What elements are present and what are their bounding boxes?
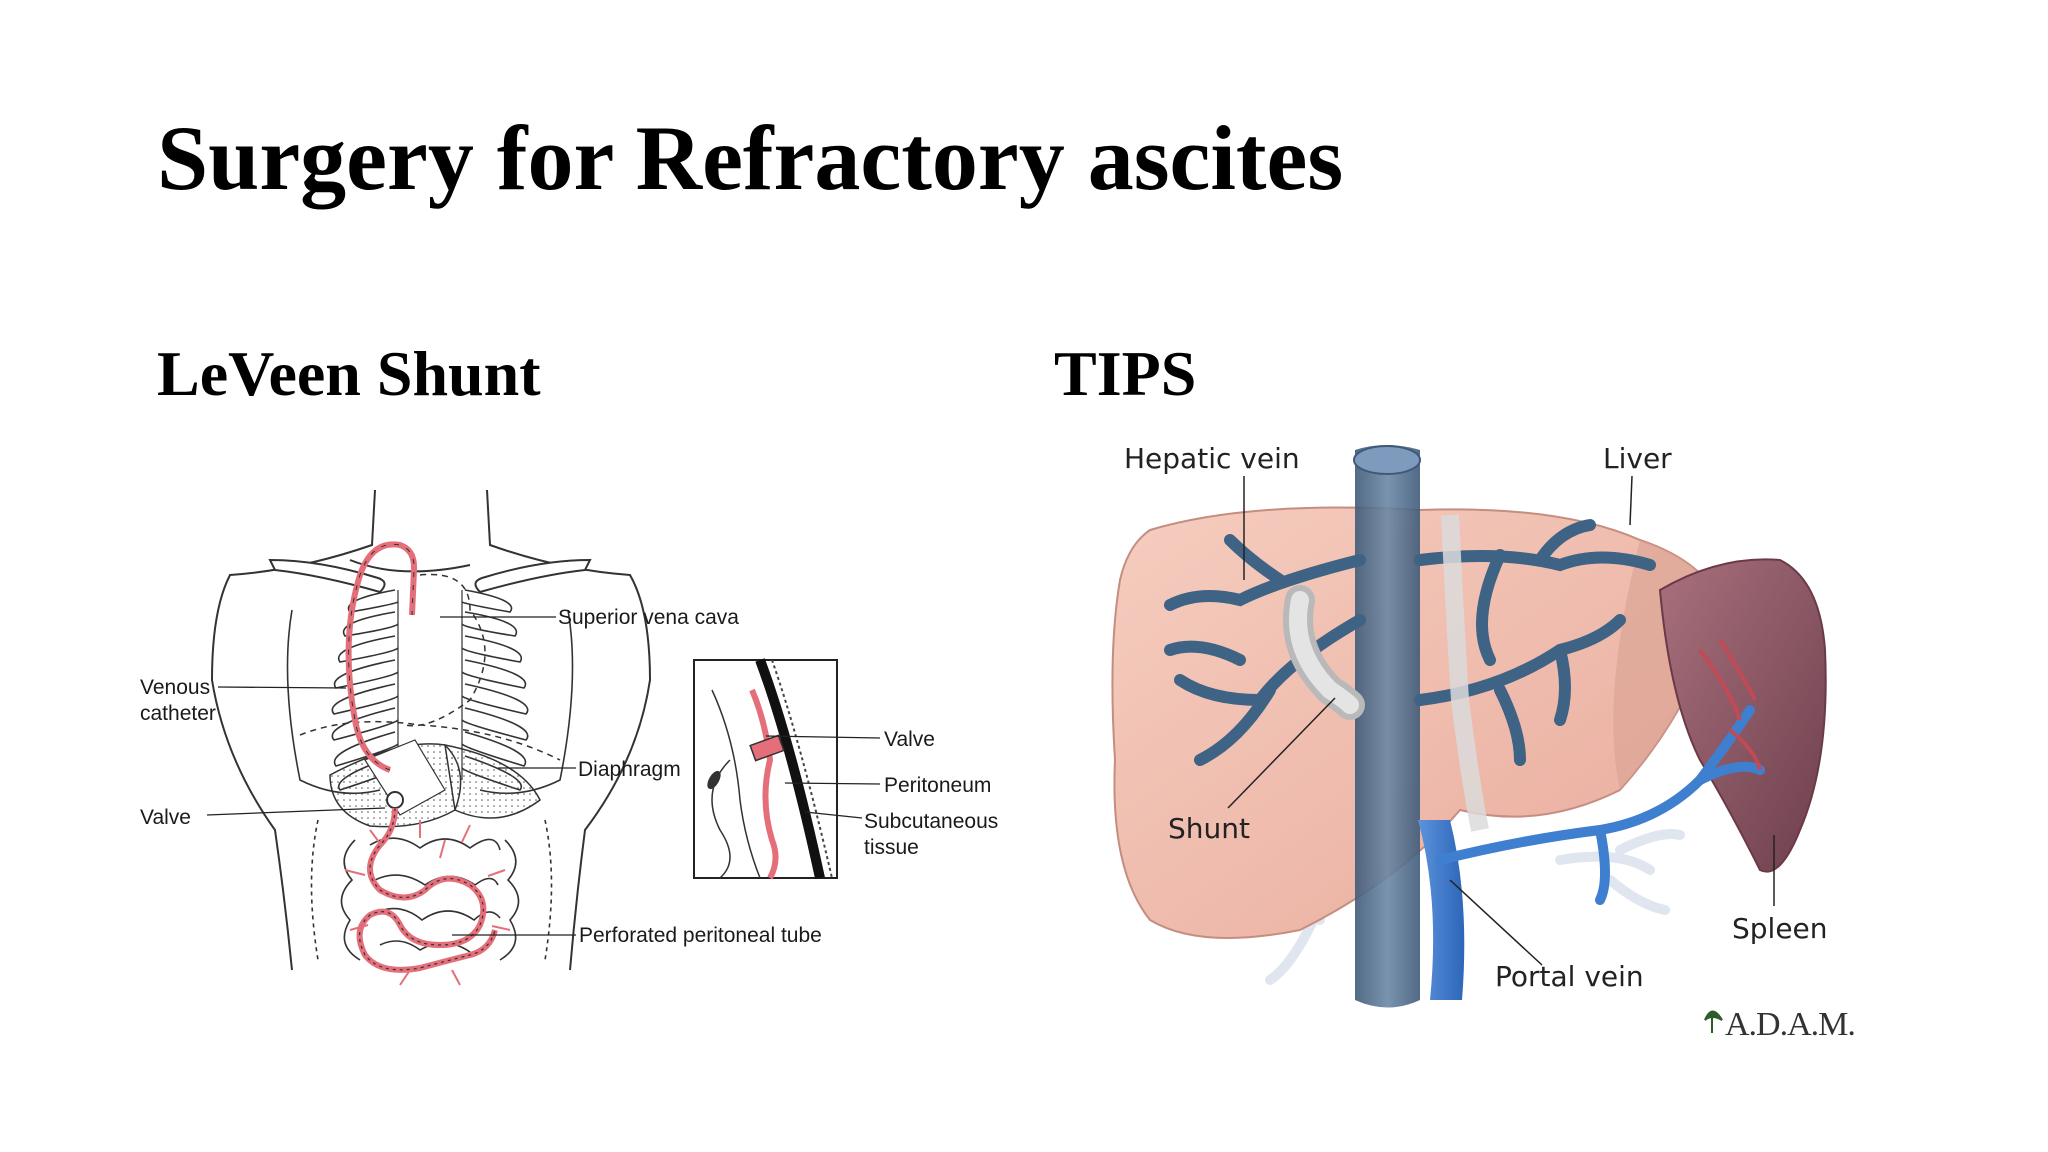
label-valve: Valve: [140, 806, 191, 829]
leaf-icon: [1704, 1010, 1723, 1033]
ivc: [1355, 445, 1420, 1008]
label-perforated-peritoneal-tube: Perforated peritoneal tube: [579, 924, 822, 947]
catheter-tube: [345, 541, 498, 973]
ivc-top: [1353, 445, 1421, 475]
label-peritoneum: Peritoneum: [884, 774, 991, 797]
hepatic-vein-branches: [1164, 519, 1656, 766]
label-valve-inset: Valve: [884, 728, 935, 751]
slide-title: Surgery for Refractory ascites: [157, 107, 1344, 209]
spleen-hilum-vessels: [1698, 638, 1762, 771]
adam-logo-text: A.D.A.M.: [1725, 1006, 1855, 1043]
leader-lines-left: [206, 616, 881, 936]
leveen-labels: Superior vena cava Venous catheter Diaph…: [140, 606, 998, 947]
flow-arrows: [344, 820, 511, 986]
diaphragm-line: [299, 720, 561, 761]
leveen-shunt-heading: LeVeen Shunt: [157, 338, 541, 409]
label-subcutaneous-line1: Subcutaneous: [864, 810, 998, 833]
label-diaphragm: Diaphragm: [578, 758, 681, 781]
tips-labels: Hepatic vein Liver Shunt Spleen Portal v…: [1124, 442, 1828, 993]
label-hepatic-vein: Hepatic vein: [1124, 442, 1300, 475]
label-venous-catheter-line1: Venous: [140, 676, 210, 699]
inset-panel: [693, 658, 838, 880]
clavicles: [268, 558, 592, 594]
label-liver: Liver: [1603, 442, 1672, 475]
label-shunt: Shunt: [1168, 812, 1250, 845]
leveen-shunt-diagram: [206, 489, 881, 986]
leader-lines-right: [1227, 475, 1775, 966]
label-spleen: Spleen: [1732, 912, 1828, 945]
adam-logo: A.D.A.M.: [1704, 1006, 1856, 1043]
tips-stent-shunt: [1283, 514, 1489, 832]
label-subcutaneous-line2: tissue: [864, 836, 919, 859]
portal-vein-branches: [1435, 705, 1765, 905]
liver-stomach-shading: [329, 739, 541, 828]
intestines: [310, 819, 553, 961]
label-superior-vena-cava: Superior vena cava: [558, 606, 739, 629]
label-portal-vein: Portal vein: [1495, 960, 1644, 993]
tips-diagram: Hepatic vein Liver Shunt Spleen Portal v…: [1111, 442, 1856, 1043]
portal-trunk: [1418, 820, 1465, 1000]
tips-heading: TIPS: [1054, 338, 1197, 409]
heart-outline: [404, 573, 486, 727]
label-venous-catheter-line2: catheter: [140, 702, 216, 725]
